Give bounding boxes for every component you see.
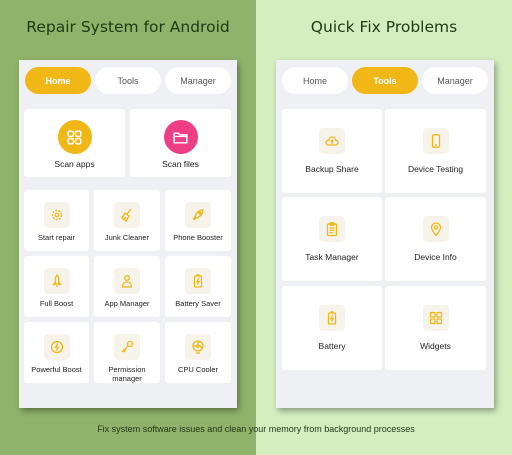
left-heading: Repair System for Android — [26, 18, 230, 36]
powerful-boost-card[interactable]: Powerful Boost — [24, 322, 89, 383]
person-icon — [114, 268, 140, 294]
app-manager-label: App Manager — [104, 299, 150, 308]
right-phone-screen: Home Tools Manager Backup Share Device T… — [276, 60, 494, 408]
widgets-label: Widgets — [420, 341, 451, 351]
app-manager-card[interactable]: App Manager — [94, 256, 160, 317]
tab-manager[interactable]: Manager — [165, 67, 231, 94]
task-manager-label: Task Manager — [305, 252, 359, 262]
junk-cleaner-label: Junk Cleaner — [104, 233, 150, 242]
phone-booster-label: Phone Booster — [173, 233, 223, 242]
widgets-icon — [422, 305, 449, 331]
permission-manager-label: Permission manager — [108, 365, 146, 383]
tab-bar: Home Tools Manager — [25, 67, 231, 94]
device-testing-card[interactable]: Device Testing — [385, 109, 486, 193]
scan-files-label: Scan files — [162, 159, 199, 169]
info-pin-icon — [422, 216, 449, 242]
battery-icon — [185, 268, 211, 294]
lightning-icon — [43, 334, 70, 360]
permission-manager-card[interactable]: Permission manager — [94, 322, 160, 383]
key-icon — [114, 334, 140, 360]
phone-icon — [422, 128, 449, 154]
tab-tools[interactable]: Tools — [352, 67, 418, 94]
battery-saver-label: Battery Saver — [175, 299, 221, 308]
rocket-launch-icon — [43, 268, 70, 294]
cpu-cooler-card[interactable]: CPU Cooler — [165, 322, 231, 383]
rocket-icon — [185, 202, 211, 228]
battery-saver-card[interactable]: Battery Saver — [165, 256, 231, 317]
tab-home[interactable]: Home — [25, 67, 91, 94]
folder-icon — [163, 120, 198, 154]
device-info-label: Device Info — [414, 252, 457, 262]
clipboard-icon — [319, 216, 345, 242]
cpu-cooler-label: CPU Cooler — [177, 365, 218, 374]
footer-caption: Fix system software issues and clean you… — [97, 424, 415, 434]
device-info-card[interactable]: Device Info — [385, 197, 486, 281]
battery-card[interactable]: Battery — [282, 286, 382, 370]
full-boost-card[interactable]: Full Boost — [24, 256, 89, 317]
fan-icon — [185, 334, 211, 360]
scan-files-card[interactable]: Scan files — [130, 109, 231, 177]
gear-icon — [43, 202, 70, 228]
backup-share-card[interactable]: Backup Share — [282, 109, 382, 193]
battery-label: Battery — [318, 341, 346, 351]
tab-home[interactable]: Home — [282, 67, 348, 94]
grid-icon — [57, 120, 92, 154]
start-repair-label: Start repair — [37, 233, 76, 242]
left-phone-screen: Home Tools Manager Scan apps Scan files … — [19, 60, 237, 408]
backup-share-label: Backup Share — [305, 164, 359, 174]
start-repair-card[interactable]: Start repair — [24, 190, 89, 251]
tab-bar: Home Tools Manager — [282, 67, 488, 94]
full-boost-label: Full Boost — [39, 299, 74, 308]
battery-icon — [319, 305, 345, 331]
powerful-boost-label: Powerful Boost — [31, 365, 82, 374]
phone-booster-card[interactable]: Phone Booster — [165, 190, 231, 251]
device-testing-label: Device Testing — [407, 164, 464, 174]
junk-cleaner-card[interactable]: Junk Cleaner — [94, 190, 160, 251]
scan-apps-label: Scan apps — [54, 159, 95, 169]
broom-icon — [114, 202, 140, 228]
task-manager-card[interactable]: Task Manager — [282, 197, 382, 281]
cloud-icon — [319, 128, 345, 154]
scan-apps-card[interactable]: Scan apps — [24, 109, 125, 177]
tab-manager[interactable]: Manager — [422, 67, 488, 94]
widgets-card[interactable]: Widgets — [385, 286, 486, 370]
tab-tools[interactable]: Tools — [95, 67, 161, 94]
right-heading: Quick Fix Problems — [310, 18, 458, 36]
